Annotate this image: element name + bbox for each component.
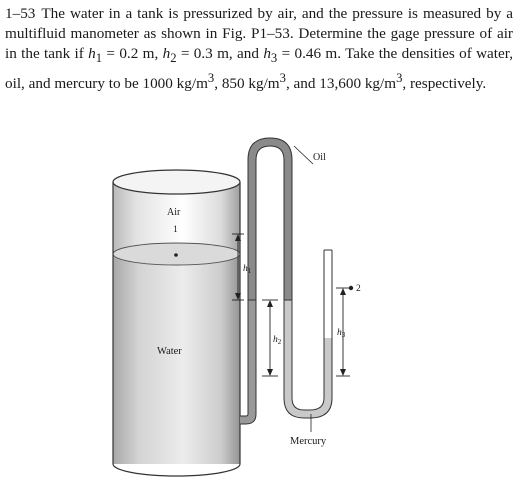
- h3-value: = 0.46 m. Take the densities of water, o…: [5, 45, 514, 93]
- h2-label-subscript: 2: [278, 338, 282, 346]
- point-2-marker: [348, 285, 354, 291]
- problem-number: 1–53: [5, 5, 36, 22]
- h1-symbol: h: [88, 45, 96, 62]
- h1-value: = 0.2 m,: [102, 45, 163, 62]
- h2-label-symbol: h: [273, 335, 278, 345]
- dimension-h1: [232, 233, 244, 301]
- problem-text-part-3: , and 13,600 kg/m: [285, 75, 397, 93]
- problem-text-part-4: , respectively.: [402, 75, 487, 93]
- tank-top: [112, 169, 241, 195]
- problem-text-part-2: , 850 kg/m: [214, 75, 280, 93]
- point-1-marker: [174, 253, 178, 257]
- h2-value: = 0.3 m, and: [176, 45, 264, 62]
- unit-exponent-1: 3: [207, 71, 215, 86]
- water-label: Water: [157, 346, 182, 357]
- h1-label-symbol: h: [243, 264, 248, 274]
- h1-label-subscript: 1: [248, 267, 252, 275]
- h1-subscript: 1: [95, 51, 103, 66]
- unit-exponent-2: 3: [279, 71, 286, 86]
- oil-column: [248, 137, 292, 300]
- oil-label: Oil: [313, 152, 326, 163]
- h3-label-subscript: 3: [342, 331, 346, 339]
- h3-label: h3: [337, 328, 346, 339]
- h2-label: h2: [273, 335, 282, 346]
- h3-symbol: h: [263, 45, 271, 62]
- tank-water-region: [113, 254, 240, 464]
- mercury-label: Mercury: [290, 436, 327, 447]
- water-pipe: [240, 250, 256, 424]
- dimension-h2: [262, 299, 278, 377]
- h2-subscript: 2: [170, 51, 177, 66]
- air-label: Air: [167, 207, 181, 218]
- h3-label-symbol: h: [337, 328, 342, 338]
- point-1-label: 1: [173, 225, 178, 235]
- unit-exponent-3: 3: [396, 71, 403, 86]
- oil-leader: [293, 145, 314, 165]
- h3-subscript: 3: [270, 51, 278, 66]
- h2-symbol: h: [162, 45, 171, 62]
- point-2-label: 2: [356, 284, 361, 294]
- tank-bottom: [112, 463, 241, 477]
- mercury-column: [284, 300, 332, 418]
- problem-text-part-1: The water in a tank is pressurized by ai…: [5, 5, 513, 62]
- dimension-h3: [336, 287, 350, 377]
- h1-label: h1: [243, 264, 252, 275]
- manometer-tube: [240, 137, 333, 425]
